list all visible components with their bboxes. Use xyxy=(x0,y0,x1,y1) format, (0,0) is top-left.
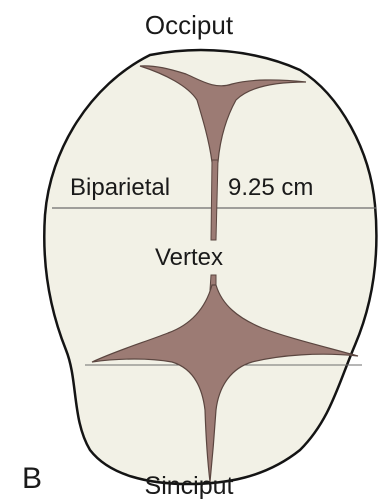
panel-letter: B xyxy=(22,464,42,494)
sinciput-label: Sinciput xyxy=(0,474,378,499)
occiput-label: Occiput xyxy=(0,12,378,38)
biparietal-label: Biparietal xyxy=(70,176,170,200)
vertex-label: Vertex xyxy=(0,246,378,270)
biparietal-measurement: 9.25 cm xyxy=(228,176,313,200)
